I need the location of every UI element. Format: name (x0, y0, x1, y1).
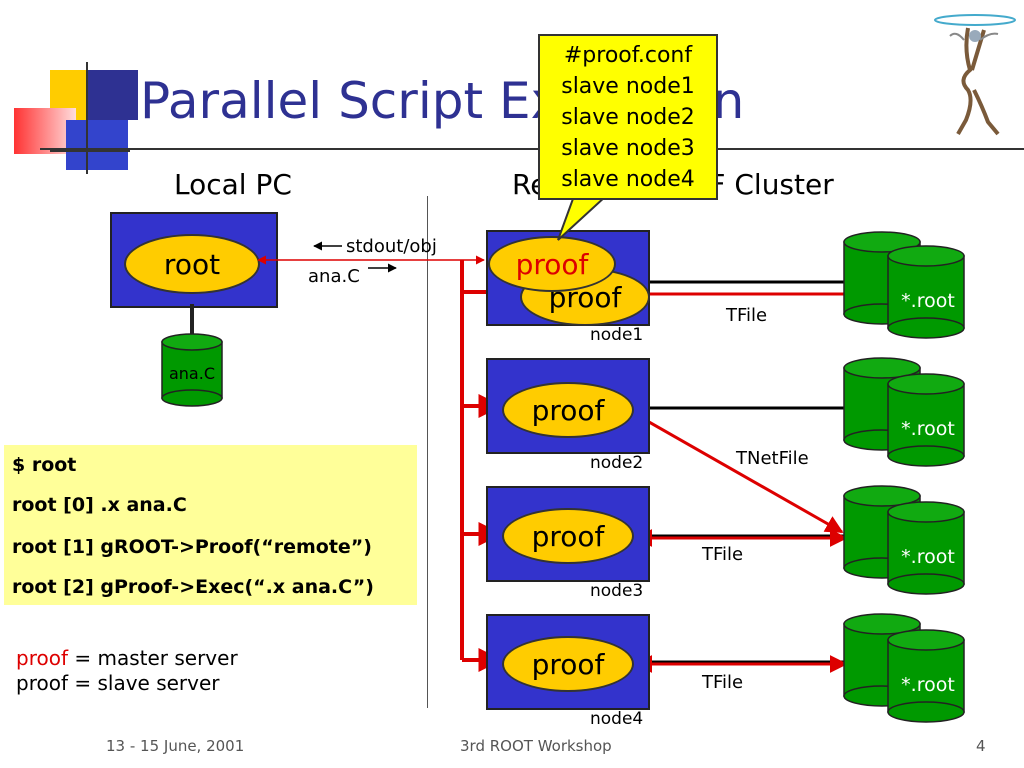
footer-event: 3rd ROOT Workshop (460, 737, 612, 755)
conf-line-2: slave node2 (561, 105, 695, 130)
node4-slave-ellipse: proof (502, 636, 634, 692)
root-ellipse: root (124, 234, 260, 294)
master-proof-ellipse: proof (488, 236, 616, 292)
tree-figure-logo (934, 14, 1016, 136)
command-box (4, 445, 417, 605)
logo-decoration (0, 0, 140, 180)
command-line-2: root [1] gROOT->Proof(“remote”) (12, 536, 372, 558)
node4-label: node4 (590, 709, 644, 729)
title-underline (40, 148, 1024, 150)
node4-db-label: *.root (901, 674, 955, 696)
proof-conf-callout: #proof.conf slave node1 slave node2 slav… (538, 34, 718, 200)
conf-line-4: slave node4 (561, 167, 695, 192)
node3-db-label: *.root (901, 546, 955, 568)
local-pc-heading: Local PC (174, 168, 292, 201)
conf-line-1: slave node1 (561, 74, 695, 99)
node2-label: node2 (590, 453, 644, 473)
footer-date: 13 - 15 June, 2001 (106, 737, 245, 755)
node2-link-label: TNetFile (736, 448, 809, 469)
send-anac-label: ana.C (308, 266, 360, 287)
node4-link-label: TFile (702, 672, 744, 693)
ana-c-file-label: ana.C (168, 364, 215, 383)
database-node1 (843, 231, 965, 339)
node1-label: node1 (590, 325, 644, 345)
tnetfile-arrow-node2 (626, 408, 844, 534)
stdout-label: stdout/obj (346, 236, 437, 257)
node2-slave-ellipse: proof (502, 382, 634, 438)
node1-link-label: TFile (726, 305, 768, 326)
node2-db-label: *.root (901, 418, 955, 440)
legend-slave: proof = slave server (16, 671, 220, 695)
conf-line-0: #proof.conf (563, 43, 693, 68)
legend-master: proof = master server (16, 646, 238, 670)
command-line-0: $ root (12, 454, 77, 476)
node3-label: node3 (590, 581, 644, 601)
node3-link-label: TFile (702, 544, 744, 565)
ana-c-file-cylinder (161, 333, 223, 407)
node1-db-label: *.root (901, 290, 955, 312)
command-line-3: root [2] gProof->Exec(“.x ana.C”) (12, 576, 374, 598)
database-node2 (843, 357, 965, 467)
separator-line (427, 196, 428, 708)
local-file-connector (190, 304, 194, 340)
command-line-1: root [0] .x ana.C (12, 494, 187, 516)
legend-master-text: = master server (68, 646, 238, 670)
database-node3 (843, 485, 965, 595)
conf-line-3: slave node3 (561, 136, 695, 161)
database-node4 (843, 613, 965, 723)
footer-page-number: 4 (976, 737, 986, 755)
node3-slave-ellipse: proof (502, 508, 634, 564)
legend-master-word: proof (16, 646, 68, 670)
